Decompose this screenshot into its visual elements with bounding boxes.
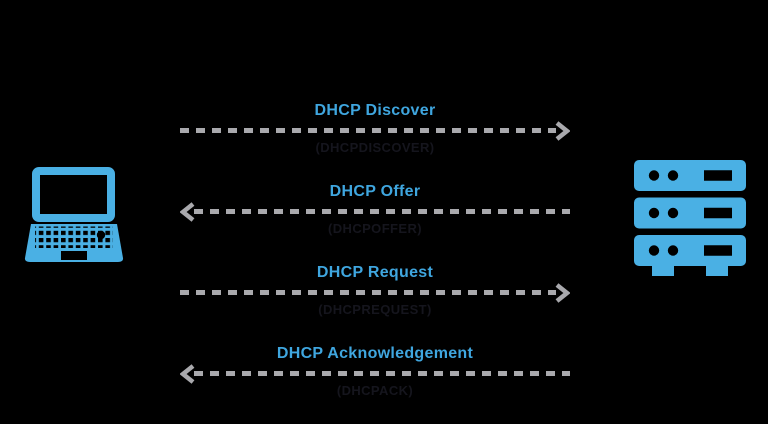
laptop-touchpad <box>61 251 87 260</box>
message-title: DHCP Request <box>316 264 434 281</box>
message-row-request: DHCP Request (DHCPREQUEST) <box>180 264 570 318</box>
laptop-icon <box>24 167 124 262</box>
message-subtitle: (DHCPDISCOVER) <box>315 140 435 155</box>
server-stack-icon <box>634 160 746 276</box>
message-title: DHCP Acknowledgement <box>276 345 474 362</box>
message-row-acknowledgement: DHCP Acknowledgement (DHCPACK) <box>180 345 570 399</box>
arrowhead-icon <box>555 121 570 141</box>
dashed-line <box>180 290 556 295</box>
arrow-right <box>180 120 570 142</box>
message-title: DHCP Discover <box>314 102 436 119</box>
message-subtitle: (DHCPREQUEST) <box>318 302 432 317</box>
arrowhead-icon <box>180 364 195 384</box>
laptop-trackpoint <box>96 230 106 240</box>
message-subtitle: (DHCPOFFER) <box>328 221 422 236</box>
dashed-line <box>194 371 570 376</box>
arrowhead-icon <box>555 283 570 303</box>
arrowhead-icon <box>180 202 195 222</box>
arrow-left <box>180 201 570 223</box>
dashed-line <box>194 209 570 214</box>
message-row-offer: DHCP Offer (DHCPOFFER) <box>180 183 570 237</box>
message-title: DHCP Offer <box>329 183 421 200</box>
arrow-left <box>180 363 570 385</box>
message-subtitle: (DHCPACK) <box>336 383 414 398</box>
arrow-right <box>180 282 570 304</box>
dashed-line <box>180 128 556 133</box>
message-row-discover: DHCP Discover (DHCPDISCOVER) <box>180 102 570 156</box>
